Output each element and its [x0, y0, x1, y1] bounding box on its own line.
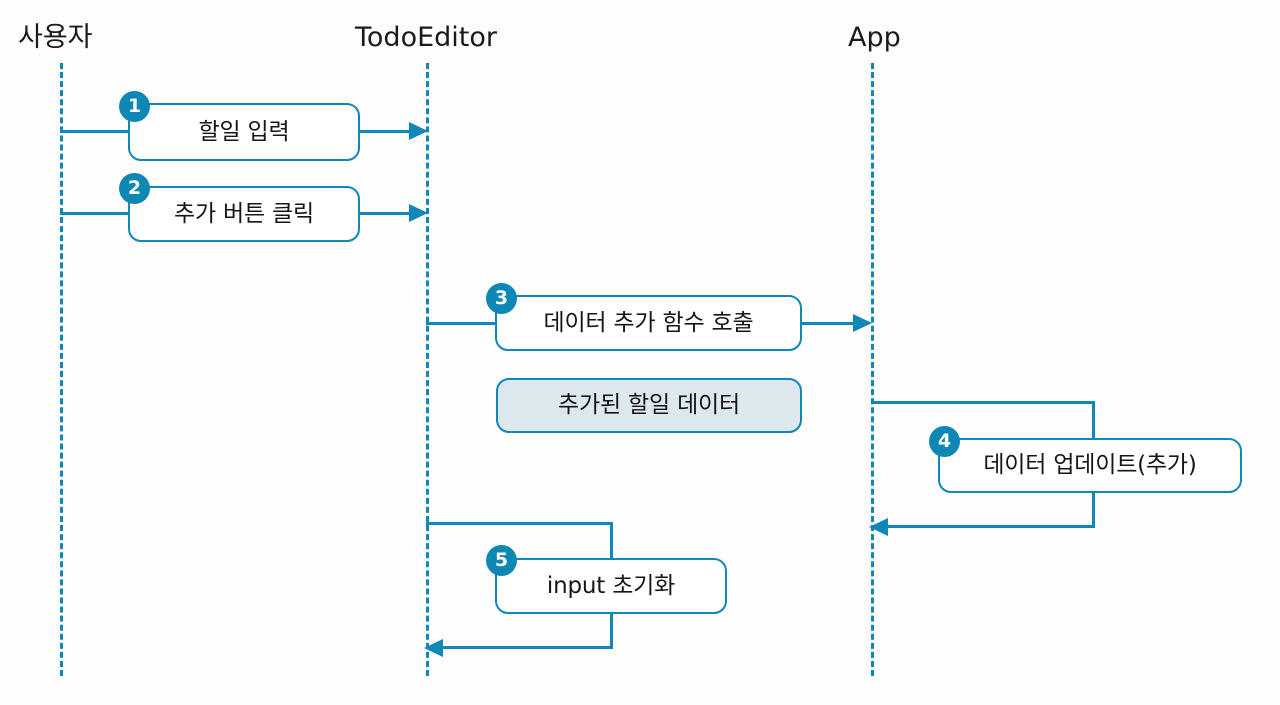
message-box-2[interactable]: 추가 버튼 클릭 — [128, 186, 360, 242]
note-label-added-todo-data: 추가된 할일 데이터 — [558, 392, 740, 418]
note-box-added-todo-data[interactable]: 추가된 할일 데이터 — [496, 378, 802, 433]
message-5-arrowhead — [424, 639, 443, 657]
message-box-3[interactable]: 데이터 추가 함수 호출 — [495, 295, 802, 351]
message-label-3: 데이터 추가 함수 호출 — [543, 309, 754, 336]
message-3-arrowhead — [853, 314, 872, 332]
lifeline-label-user: 사용자 — [18, 22, 93, 53]
message-label-4: 데이터 업데이트(추가) — [983, 452, 1197, 478]
lifeline-app — [871, 63, 874, 676]
message-2-line-right — [358, 212, 413, 215]
message-1-line-left — [60, 130, 135, 133]
message-2-line-left — [60, 212, 135, 215]
lifeline-label-todoeditor: TodoEditor — [355, 22, 497, 53]
message-2-arrowhead — [409, 204, 428, 222]
message-box-1[interactable]: 할일 입력 — [128, 103, 360, 161]
lifeline-label-app: App — [848, 22, 901, 53]
message-1-arrowhead — [409, 122, 428, 140]
message-4-arrowhead — [869, 518, 888, 536]
message-4-line-top — [871, 401, 1095, 404]
step-badge-3: 3 — [486, 283, 517, 314]
message-4-line-bottom — [886, 525, 1095, 528]
message-3-line-right — [800, 322, 858, 325]
message-1-line-right — [358, 130, 413, 133]
message-box-4[interactable]: 데이터 업데이트(추가) — [938, 438, 1242, 493]
step-badge-1: 1 — [119, 91, 150, 122]
step-badge-2: 2 — [119, 173, 150, 204]
message-box-5[interactable]: input 초기화 — [495, 558, 727, 614]
lifeline-todoeditor — [426, 63, 429, 676]
message-3-line-left — [426, 322, 502, 325]
step-badge-5: 5 — [486, 545, 517, 576]
message-label-5: input 초기화 — [546, 572, 676, 599]
message-5-line-bottom — [441, 646, 613, 649]
step-badge-4: 4 — [929, 426, 960, 457]
message-label-2: 추가 버튼 클릭 — [174, 200, 314, 227]
message-label-1: 할일 입력 — [198, 118, 290, 145]
lifeline-user — [60, 63, 63, 676]
message-5-line-top — [426, 522, 613, 525]
